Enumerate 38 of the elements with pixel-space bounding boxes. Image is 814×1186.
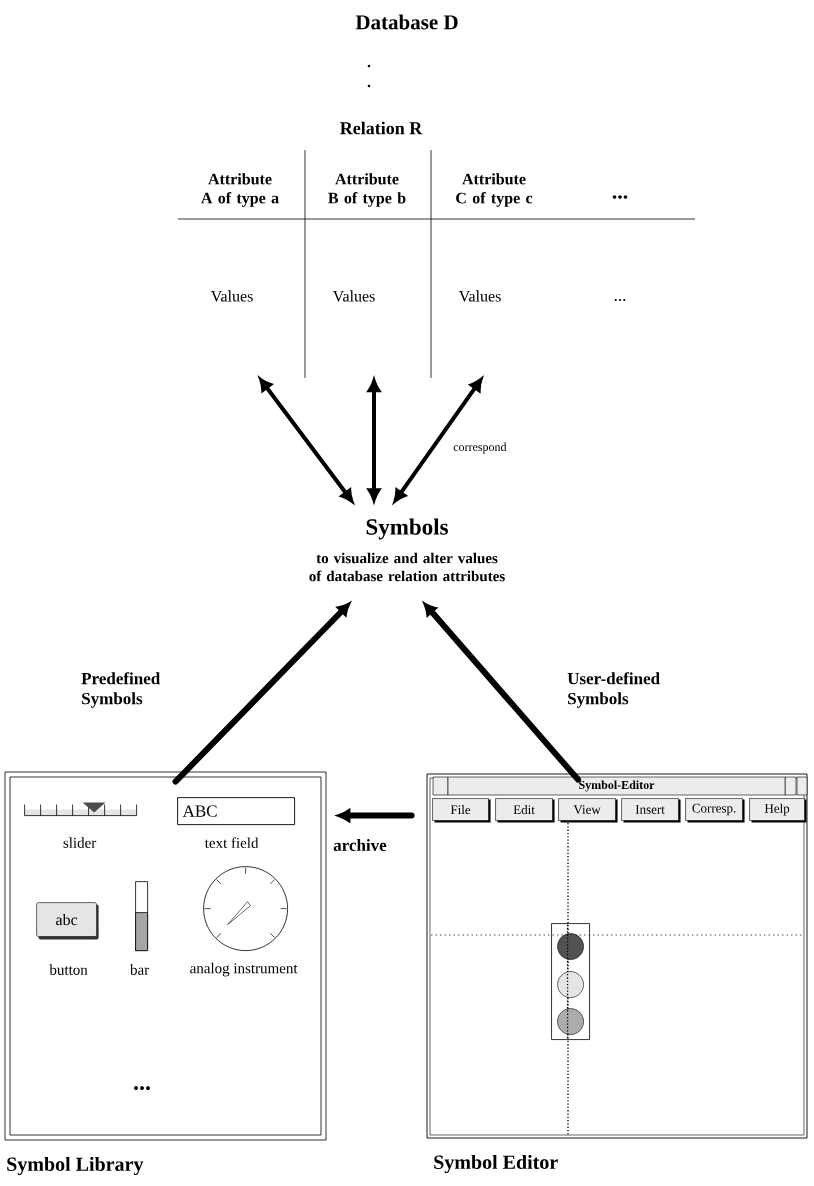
heading: Symbols xyxy=(366,518,448,540)
node-label: text field xyxy=(204,837,259,848)
column-header: Attribute A of type a xyxy=(201,173,279,207)
traffic-light-drawing xyxy=(551,923,590,1040)
menu-button: Help xyxy=(749,798,807,823)
arrow xyxy=(172,602,351,785)
menu-button: Insert xyxy=(621,798,681,823)
title: Database D xyxy=(355,14,458,30)
button: abc xyxy=(36,902,99,940)
menu-button: Edit xyxy=(495,798,555,823)
ellipsis: ... xyxy=(134,1086,150,1090)
cell-text: Values xyxy=(210,290,253,302)
arrow xyxy=(337,809,415,822)
node-label: slider xyxy=(63,837,97,848)
node-label: analog instrument xyxy=(190,962,298,977)
node-label: button xyxy=(49,964,88,975)
text-field: ABC xyxy=(177,797,296,826)
node-label: bar xyxy=(130,964,150,975)
ellipsis: ... xyxy=(614,299,626,301)
edge-label: archive xyxy=(333,839,387,851)
column-header: Attribute C of type c xyxy=(456,173,533,207)
panel-caption: Symbol Editor xyxy=(434,1154,558,1174)
panel-caption: Symbol Library xyxy=(7,1156,144,1176)
edge-label: Predefined Symbols xyxy=(81,672,161,708)
menu-button: View xyxy=(558,798,618,823)
edge-label: User-defined Symbols xyxy=(567,672,660,708)
cell-text: Values xyxy=(458,290,501,302)
table-title: Relation R xyxy=(340,121,423,135)
cell-text: Values xyxy=(332,290,375,302)
edge-label: correspond xyxy=(453,442,507,454)
double-arrow xyxy=(259,378,354,503)
menu-button: File xyxy=(432,798,491,823)
menu-button: Corresp. xyxy=(685,798,745,823)
subheading: to visualize and alter values of database relation attributes xyxy=(309,552,505,582)
column-header: Attribute B of type b xyxy=(328,173,406,207)
double-arrow xyxy=(393,378,483,503)
arrow xyxy=(423,602,581,783)
ellipsis: ... xyxy=(612,195,628,199)
